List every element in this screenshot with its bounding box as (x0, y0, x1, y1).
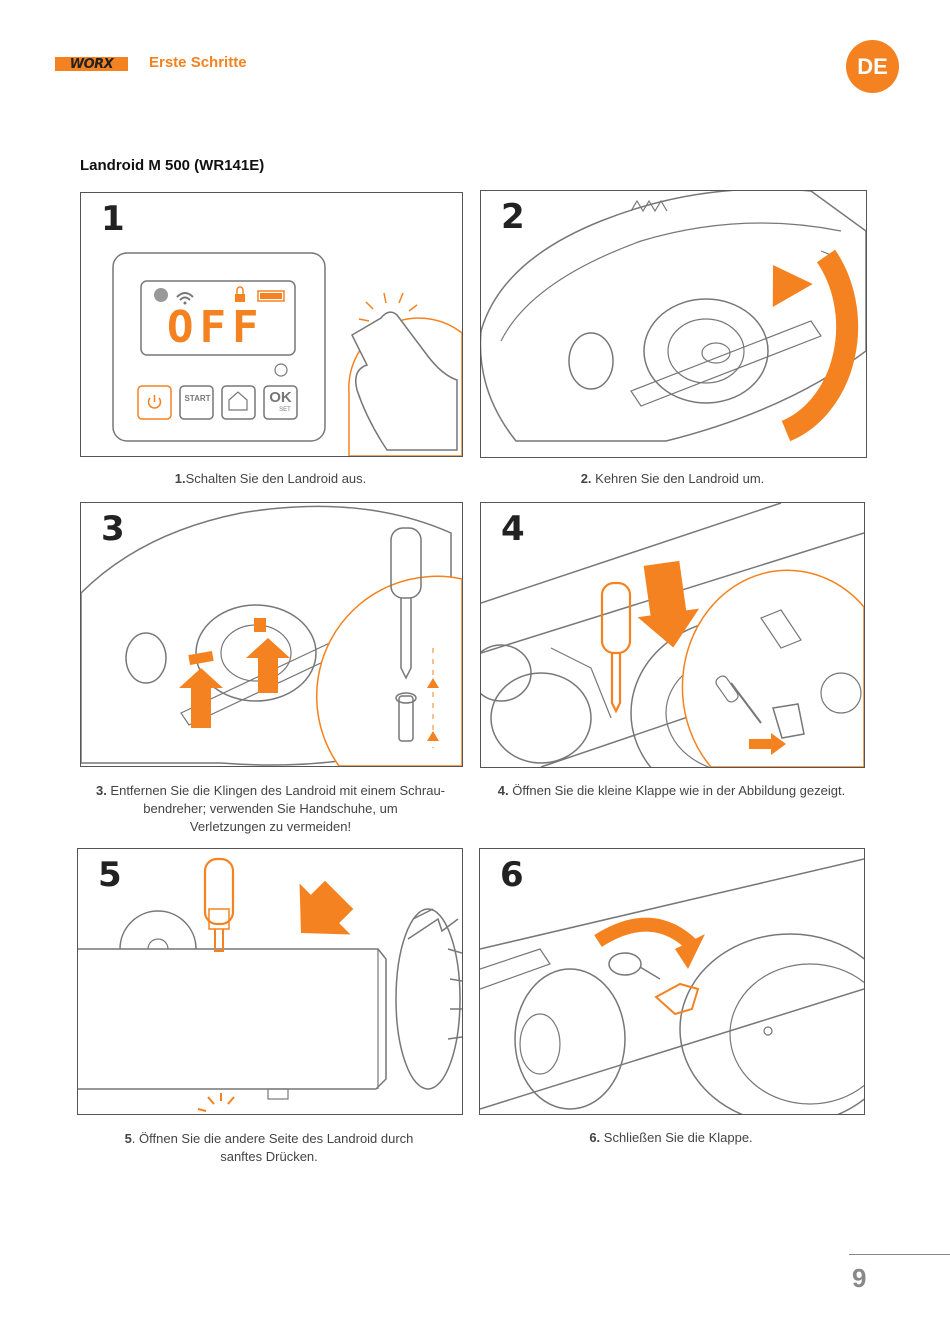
display-screen-text: OFF (167, 302, 265, 353)
step-4-illustration: 4 (480, 502, 865, 768)
step-1-illustration: 1 OFF START OK SET (80, 192, 463, 457)
language-badge: DE (846, 40, 899, 93)
page-number: 9 (852, 1263, 867, 1293)
step-3-caption: 3. Entfernen Sie die Klingen des Landroi… (95, 783, 446, 834)
worx-logo: WORX (55, 57, 128, 72)
ok-button-label: OK (269, 389, 292, 406)
step-2-illustration: 2 (480, 190, 867, 458)
step-3-illustration: 3 (80, 502, 463, 767)
model-title: Landroid M 500 (WR141E) (80, 157, 265, 174)
step-5-number: 5 (98, 855, 122, 895)
step-4-caption: 4. Öffnen Sie die kleine Klappe wie in d… (497, 783, 846, 798)
step-4-number: 4 (501, 509, 525, 549)
step-1-caption: 1.Schalten Sie den Landroid aus. (174, 471, 367, 486)
start-button-label: START (184, 394, 211, 403)
step-5-caption: 5. Öffnen Sie die andere Seite des Landr… (124, 1131, 414, 1164)
set-button-label: SET (279, 407, 291, 413)
step-6-illustration: 6 (479, 848, 865, 1115)
step-6-caption: 6. Schließen Sie die Klappe. (589, 1130, 753, 1145)
footer-divider (849, 1254, 950, 1255)
step-5-illustration: 5 (77, 848, 463, 1115)
step-6-number: 6 (500, 855, 524, 895)
step-2-number: 2 (501, 197, 525, 237)
step-2-caption: 2. Kehren Sie den Landroid um. (580, 471, 765, 486)
step-1-number: 1 (101, 199, 125, 239)
section-title: Erste Schritte (149, 54, 247, 71)
step-3-number: 3 (101, 509, 125, 549)
